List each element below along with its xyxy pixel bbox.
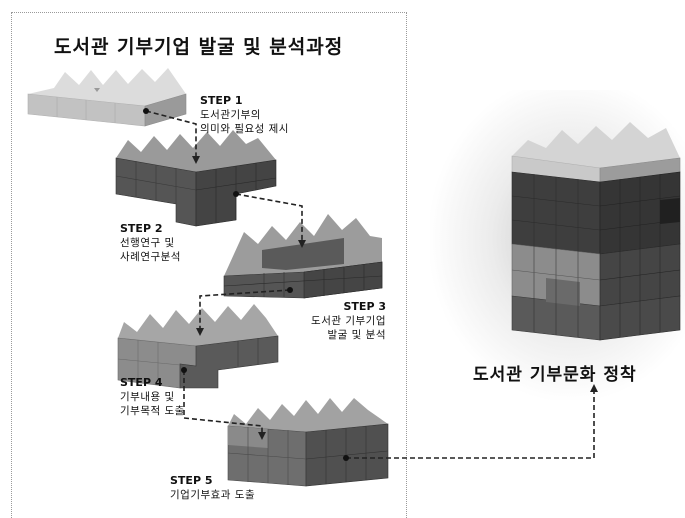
step-4-line-1: 기부내용 및 [120,391,175,403]
page-title: 도서관 기부기업 발굴 및 분석과정 [54,36,344,58]
result-tower-icon [511,122,681,341]
step-2-title: STEP 2 [120,222,163,235]
step4-block-icon [117,304,279,389]
result-title: 도서관 기부문화 정착 [473,365,637,385]
step-4-line-2: 기부목적 도출 [120,405,185,417]
step1-block-icon [27,68,187,127]
step-4-title: STEP 4 [120,376,163,389]
step-3-line-1: 도서관 기부기업 [311,315,386,327]
step5-block-icon [227,398,389,487]
step-1-label: STEP 1 도서관기부의 의미와 필요성 제시 [200,94,289,136]
step3-block-icon [223,214,383,299]
step-2-label: STEP 2 선행연구 및 사례연구분석 [120,222,181,264]
connector-dots [143,108,349,461]
step2-block-icon [115,130,277,227]
process-frame [11,12,407,518]
step-2-line-2: 사례연구분석 [120,251,181,263]
step-4-label: STEP 4 기부내용 및 기부목적 도출 [120,376,185,418]
step-5-title: STEP 5 [170,474,213,487]
step-3-title: STEP 3 [343,300,387,313]
step-3-line-2: 발굴 및 분석 [327,329,386,341]
step-2-line-1: 선행연구 및 [120,237,175,249]
dashed-arrow-icon [145,110,598,459]
step-3-label: STEP 3 도서관 기부기업 발굴 및 분석 [296,300,386,342]
step-1-title: STEP 1 [200,94,243,107]
step-1-line-1: 도서관기부의 [200,109,261,121]
step-5-line-1: 기업기부효과 도출 [170,489,256,501]
step-1-line-2: 의미와 필요성 제시 [200,123,289,135]
step-5-label: STEP 5 기업기부효과 도출 [170,474,255,502]
